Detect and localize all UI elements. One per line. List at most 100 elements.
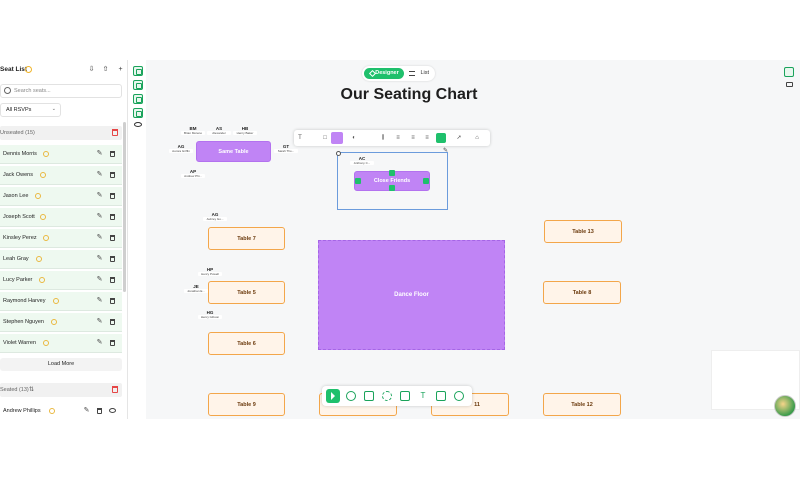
guest-row[interactable]: Violet Warren ✎: [0, 334, 122, 353]
table-13[interactable]: Table 13: [544, 220, 622, 243]
tab-list[interactable]: List: [406, 68, 433, 79]
seat[interactable]: AC Anthony C...: [350, 156, 374, 168]
select-tool-icon[interactable]: [326, 389, 340, 403]
guest-row[interactable]: Stephen Nguyen ✎: [0, 313, 122, 332]
seat[interactable]: JE Jonathan E...: [184, 284, 208, 296]
edit-icon[interactable]: ✎: [96, 213, 103, 220]
trash-icon[interactable]: [110, 298, 115, 304]
edit-icon[interactable]: ✎: [96, 318, 103, 325]
guest-row[interactable]: Joseph Scott ✎: [0, 208, 122, 227]
search-input[interactable]: [14, 86, 118, 96]
add-guest-button[interactable]: +: [118, 66, 123, 73]
table-7[interactable]: Table 7: [208, 227, 285, 250]
export-icon[interactable]: ⇧: [102, 66, 109, 73]
table-6[interactable]: Table 6: [208, 332, 285, 355]
edit-icon[interactable]: ✎: [96, 255, 103, 262]
selection-box[interactable]: [337, 152, 448, 210]
guest-row[interactable]: Dennis Morris ✎: [0, 145, 122, 164]
seat[interactable]: BM Brian Moreno: [181, 126, 205, 138]
align-center-icon[interactable]: ≡: [396, 135, 400, 141]
guest-row[interactable]: Jason Lee ✎: [0, 187, 122, 206]
unseated-section-header[interactable]: Unseated (15): [0, 126, 122, 140]
guest-row[interactable]: Jack Owens ✎: [0, 166, 122, 185]
trash-icon[interactable]: [110, 319, 115, 325]
guest-row[interactable]: Kinsley Perez ✎: [0, 229, 122, 248]
seat[interactable]: HP Henry Powell: [198, 267, 222, 279]
seated-section-header[interactable]: Seated (13) ⇅: [0, 383, 122, 397]
sort-icon[interactable]: ⇅: [29, 387, 35, 393]
lock-icon[interactable]: ⌂: [475, 135, 479, 141]
resize-handle[interactable]: [423, 178, 429, 184]
resize-handle[interactable]: [389, 170, 395, 176]
message-icon[interactable]: [133, 108, 143, 118]
image-icon[interactable]: [436, 391, 446, 401]
delete-all-icon[interactable]: [112, 129, 118, 136]
sidebar-scrollbar[interactable]: [123, 122, 126, 292]
edit-icon[interactable]: ✎: [83, 407, 90, 414]
resize-handle[interactable]: [355, 178, 361, 184]
edit-icon[interactable]: ✎: [96, 339, 103, 346]
guest-row[interactable]: Leah Gray ✎: [0, 250, 122, 269]
settings-icon[interactable]: [784, 67, 794, 77]
trash-icon[interactable]: [110, 151, 115, 157]
distribute-icon[interactable]: ⫼: [381, 135, 385, 141]
color-swatch[interactable]: [331, 132, 343, 144]
edit-icon[interactable]: ✎: [442, 148, 449, 154]
sofa-icon[interactable]: [400, 391, 410, 401]
keyboard-icon[interactable]: [786, 82, 793, 87]
dance-floor[interactable]: Dance Floor: [318, 240, 505, 350]
table-icon[interactable]: [133, 94, 143, 104]
avatar[interactable]: [774, 395, 796, 417]
guests-icon[interactable]: [133, 80, 143, 90]
trash-icon[interactable]: [110, 172, 115, 178]
palette-icon[interactable]: ◐: [352, 135, 356, 141]
edit-icon[interactable]: ✎: [96, 171, 103, 178]
trash-icon[interactable]: [97, 408, 102, 414]
table-8[interactable]: Table 8: [543, 281, 621, 304]
trash-icon[interactable]: [110, 214, 115, 220]
rsvp-filter-select[interactable]: All RSVPs ⌄: [0, 103, 61, 117]
seat[interactable]: AG Aurora Griffin: [169, 144, 193, 156]
delete-all-icon[interactable]: [112, 386, 118, 393]
trash-icon[interactable]: [110, 193, 115, 199]
designer-canvas[interactable]: Designer List Our Seating Chart Same Tab…: [146, 60, 800, 419]
fill-icon[interactable]: □: [323, 135, 327, 141]
trash-icon[interactable]: [110, 277, 115, 283]
tab-designer[interactable]: Designer: [364, 68, 404, 79]
edit-icon[interactable]: ✎: [96, 276, 103, 283]
align-left-icon[interactable]: ≡: [411, 135, 415, 141]
seat[interactable]: AS Alexander: [207, 126, 231, 138]
round-table-icon[interactable]: [346, 391, 356, 401]
trash-icon[interactable]: [110, 235, 115, 241]
guest-row[interactable]: Andrew Phillips ✎: [0, 402, 122, 419]
layout-icon[interactable]: [133, 66, 143, 76]
circle-icon[interactable]: [382, 391, 392, 401]
trash-icon[interactable]: [110, 340, 115, 346]
resize-handle[interactable]: [389, 185, 395, 191]
align-right-icon[interactable]: ≡: [425, 135, 429, 141]
emoji-icon[interactable]: [454, 391, 464, 401]
table-9[interactable]: Table 9: [208, 393, 285, 416]
table-12[interactable]: Table 12: [543, 393, 621, 416]
guest-row[interactable]: Lucy Parker ✎: [0, 271, 122, 290]
eye-icon[interactable]: [134, 122, 142, 127]
edit-icon[interactable]: ✎: [96, 297, 103, 304]
table-same-table[interactable]: Same Table: [196, 141, 271, 162]
text-icon[interactable]: T: [298, 135, 302, 141]
layout-active-icon[interactable]: [436, 133, 446, 143]
import-icon[interactable]: ⇩: [88, 66, 95, 73]
seat[interactable]: HG Henry Gibson: [198, 310, 222, 322]
eye-icon[interactable]: [109, 408, 116, 413]
rect-table-icon[interactable]: [364, 391, 374, 401]
seat[interactable]: HB Henry Baker: [233, 126, 257, 138]
load-more-button[interactable]: Load More: [0, 358, 122, 371]
guest-row[interactable]: Raymond Harvey ✎: [0, 292, 122, 311]
edit-icon[interactable]: ✎: [96, 150, 103, 157]
text-tool-icon[interactable]: T: [420, 391, 426, 400]
edit-icon[interactable]: ✎: [96, 234, 103, 241]
seat[interactable]: GT Sarah Tho...: [274, 144, 298, 156]
table-5[interactable]: Table 5: [208, 281, 285, 304]
seat[interactable]: AG Aubrey Go...: [203, 212, 227, 224]
rocket-icon[interactable]: ➚: [456, 135, 462, 141]
seat[interactable]: AP Andrew Phi...: [181, 169, 205, 181]
